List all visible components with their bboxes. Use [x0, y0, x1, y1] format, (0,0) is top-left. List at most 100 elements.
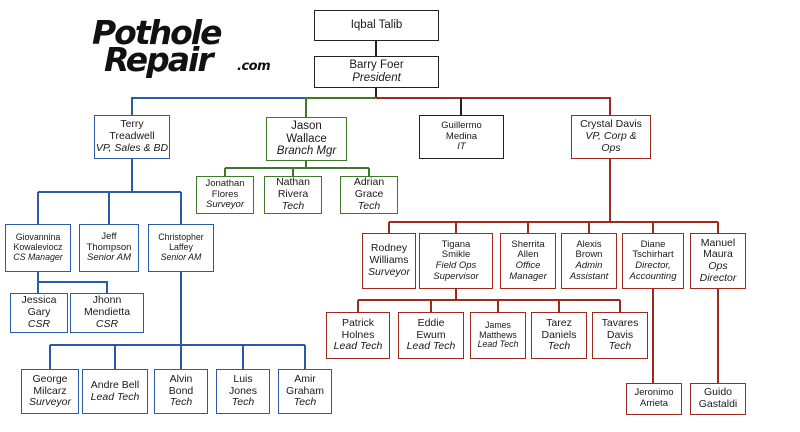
node-title: Lead Tech: [477, 339, 519, 350]
node-title: Senior AM: [160, 251, 202, 262]
node-title: Tech: [357, 199, 381, 212]
node-title: IT: [457, 141, 466, 153]
node-andre-bell[interactable]: Andre Bell Lead Tech: [82, 369, 148, 414]
node-title: Lead Tech: [333, 340, 383, 353]
node-title: Senior AM: [87, 252, 131, 264]
connector-line: [376, 97, 611, 115]
node-title: Surveyor: [205, 199, 244, 211]
node-name: Crystal Davis: [580, 118, 642, 131]
node-name: Andre Bell: [90, 378, 140, 391]
node-crystal-davis[interactable]: Crystal Davis VP, Corp &Ops: [571, 115, 651, 159]
node-title: VP, Corp &Ops: [585, 130, 637, 154]
connector-line: [38, 281, 108, 293]
logo-line-2: Repair: [104, 40, 214, 79]
connector-line: [131, 97, 376, 115]
logo-suffix: .com: [237, 59, 271, 74]
node-barry-foer[interactable]: Barry Foer President: [314, 56, 439, 88]
node-title: Tech: [169, 396, 193, 409]
node-title: Surveyor: [367, 265, 410, 278]
node-title: Director,Accounting: [629, 260, 677, 282]
node-title: President: [352, 72, 401, 84]
node-title: CS Manager: [13, 251, 63, 262]
node-iqbal-talib[interactable]: Iqbal Talib: [314, 10, 439, 41]
node-title: VP, Sales & BD: [95, 141, 169, 154]
node-title: Tech: [231, 396, 255, 409]
node-title: Tech: [293, 396, 317, 409]
node-title: Lead Tech: [406, 340, 456, 353]
node-title: Tech: [547, 340, 571, 353]
node-title: Tech: [281, 199, 305, 212]
logo-line-1: Pothole: [92, 13, 222, 52]
connector-line: [305, 97, 376, 117]
node-title: Lead Tech: [90, 390, 140, 403]
pothole-repair-logo: Pothole Repair .com: [92, 13, 292, 79]
node-title: CSR: [27, 317, 51, 330]
node-title: Surveyor: [28, 396, 71, 409]
node-title: Tech: [608, 340, 632, 353]
node-name: Barry Foer: [349, 59, 404, 72]
node-title: CSR: [95, 317, 119, 330]
